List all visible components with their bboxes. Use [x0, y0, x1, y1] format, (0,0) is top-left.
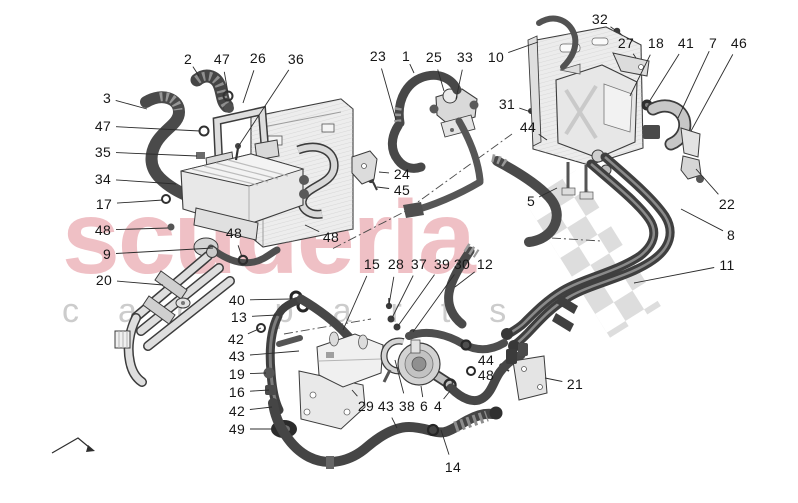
hose-bundle-drawing [501, 152, 675, 352]
hose-12-drawing [444, 243, 480, 329]
corrugated-hose-drawing [190, 69, 234, 113]
heater-control-unit-drawing [298, 331, 384, 430]
hose-7-drawing [643, 99, 692, 151]
construction-lines [283, 133, 602, 335]
direction-arrow-icon [51, 437, 95, 454]
auxiliary-heater-drawing [161, 143, 309, 257]
heater-hose-9-drawing [207, 244, 281, 267]
coolant-pipes-drawing [114, 246, 235, 387]
bracket-24-drawing [351, 150, 378, 185]
heater-module-drawing [555, 63, 638, 176]
hose-48-drawing [405, 329, 508, 376]
hose-5-drawing [491, 154, 562, 247]
bracket-21-drawing [506, 343, 548, 401]
rigid-pipe-drawing [403, 117, 484, 218]
fitting-46-drawing [680, 127, 704, 183]
hose-14-drawing [268, 398, 503, 469]
bracket-27-drawing [612, 52, 650, 77]
electric-water-pump-drawing [397, 339, 457, 392]
hose-23-drawing [387, 121, 426, 173]
strap-hose-drawing [536, 15, 579, 70]
